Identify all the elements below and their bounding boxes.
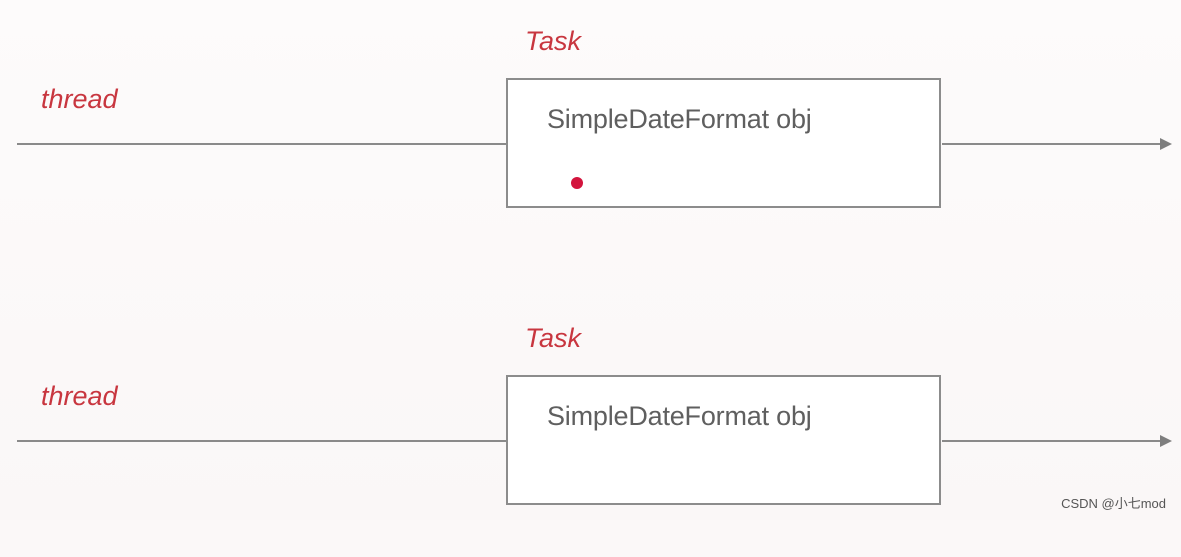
task-label: Task [525,26,582,56]
marker-dot [571,177,583,189]
arrow-head-icon [1160,138,1172,150]
thread-lane-2: thread Task SimpleDateFormat obj [0,297,1181,557]
thread-label: thread [41,84,118,114]
arrow-head-icon [1160,435,1172,447]
thread-line-left [17,440,507,442]
diagram-canvas: thread Task SimpleDateFormat obj thread … [0,0,1181,520]
watermark: CSDN @小七mod [1061,496,1166,511]
thread-lane-1: thread Task SimpleDateFormat obj [0,0,1181,260]
object-label: SimpleDateFormat obj [547,401,812,431]
task-label: Task [525,323,582,353]
task-box: SimpleDateFormat obj [506,78,941,208]
task-box: SimpleDateFormat obj [506,375,941,505]
thread-line-left [17,143,507,145]
thread-line-right [942,143,1166,145]
thread-label: thread [41,381,118,411]
object-label: SimpleDateFormat obj [547,104,812,134]
thread-line-right [942,440,1166,442]
